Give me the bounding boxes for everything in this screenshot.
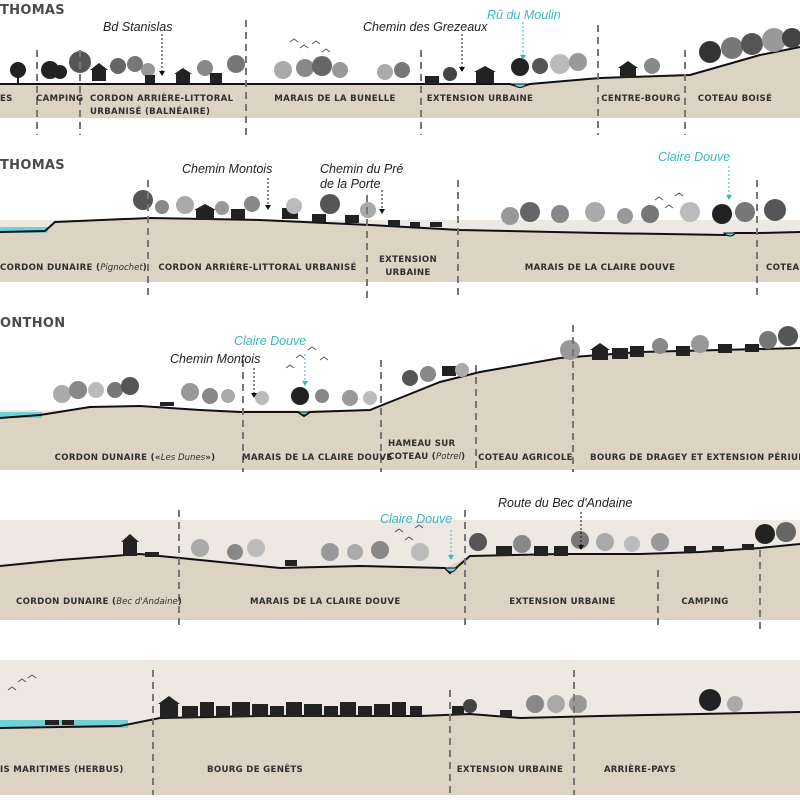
- zone-label: MARAIS DE LA CLAIRE DOUVE: [250, 597, 401, 607]
- zone-label: CORDON ARRIÈRE-LITTORAL URBANISÉ: [158, 263, 357, 273]
- street-label-line-1: Chemin du Pré: [320, 162, 404, 176]
- zone-label: BOURG DE DRAGEY ET EXTENSION PÉRIURBAINE: [590, 453, 800, 463]
- zone-label-text: CORDON DUNAIRE (: [0, 263, 101, 273]
- street-label-chemin-montois: Chemin Montois: [170, 352, 261, 366]
- section-5-profile: [0, 660, 800, 795]
- water-label-claire-douve: Claire Douve: [380, 512, 453, 526]
- zone-label: CORDON ARRIÈRE-LITTORAL URBANISÉ (BALNÉA…: [90, 93, 233, 119]
- zone-label: MARAIS DE LA CLAIRE DOUVE: [524, 263, 676, 273]
- zone-label: EXTENSION URBAINE: [509, 597, 616, 607]
- zone-label-suffix: ): [177, 597, 183, 607]
- section-4: Claire Douve Route du Bec d'Andaine CORD…: [0, 490, 800, 640]
- zone-label: EXTENSION URBAINE: [456, 765, 564, 775]
- section-3-profile: [0, 325, 800, 472]
- section-title: THOMAS: [0, 158, 65, 173]
- section-2-profile: [0, 166, 800, 298]
- zone-label: CORDON DUNAIRE (Pignochet): [0, 262, 147, 275]
- zone-label: ES: [0, 94, 13, 104]
- zone-label: CAMPING: [36, 94, 84, 104]
- zone-label-text: CORDON DUNAIRE (: [16, 597, 117, 607]
- zone-label: CORDON DUNAIRE («Les Dunes»): [40, 452, 230, 465]
- zone-label: COTEAU: [766, 263, 800, 273]
- zone-label-suffix: »): [205, 453, 216, 463]
- zone-label-line-1: EXTENSION: [378, 255, 437, 265]
- water-label-ru-du-moulin: Rû du Moulin: [487, 8, 561, 22]
- section-title: THOMAS: [0, 3, 65, 18]
- street-label-chemin-grezeaux: Chemin des Grezeaux: [363, 20, 488, 34]
- zone-label: MARAIS DE LA CLAIRE DOUVE: [242, 453, 393, 463]
- zone-label-line-2: URBAINE: [385, 268, 431, 278]
- section-1-profile: [0, 20, 800, 135]
- zone-label: ARRIÈRE-PAYS: [603, 765, 677, 775]
- zone-label-text: CORDON DUNAIRE («: [54, 453, 161, 463]
- section-title: ONTHON: [0, 316, 66, 331]
- zone-label: EXTENSION URBAINE: [368, 254, 448, 280]
- zone-label-italic: Potrel: [436, 452, 462, 462]
- zone-label: COTEAU AGRICOLE: [478, 453, 573, 463]
- section-4-profile: [0, 510, 800, 630]
- zone-label-suffix: ): [461, 452, 466, 462]
- zone-label: CENTRE-BOURG: [601, 94, 681, 104]
- section-5: IS MARITIMES (HERBUS) BOURG DE GENÊTS EX…: [0, 660, 800, 800]
- water-label-claire-douve: Claire Douve: [658, 150, 731, 164]
- zone-label: MARAIS DE LA BUNELLE: [274, 94, 396, 104]
- zone-label-line-2-text: COTEAU (: [388, 452, 437, 462]
- zone-label: COTEAU BOISÉ: [697, 94, 773, 104]
- zone-label: CAMPING: [681, 597, 729, 607]
- street-label-chemin-montois: Chemin Montois: [182, 162, 273, 176]
- zone-label-line-2: URBANISÉ (BALNÉAIRE): [90, 107, 211, 117]
- zone-label: BOURG DE GENÊTS: [206, 765, 304, 775]
- water-label-claire-douve: Claire Douve: [234, 334, 307, 348]
- section-2: THOMAS Chemin Montois Chemin du Pré de l…: [0, 150, 800, 300]
- zone-label-line-2: COTEAU (Potrel): [388, 451, 465, 464]
- zone-label-italic: Les Dunes: [160, 453, 206, 463]
- street-label-chemin-pre-porte: Chemin du Pré de la Porte: [320, 162, 403, 192]
- street-label-bd-stanislas: Bd Stanislas: [103, 20, 173, 34]
- zone-label-italic: Pignochet: [100, 263, 143, 273]
- zone-label: EXTENSION URBAINE: [426, 94, 534, 104]
- street-label-line-2: de la Porte: [320, 177, 381, 191]
- zone-label: IS MARITIMES (HERBUS): [0, 765, 124, 775]
- zone-label-suffix: ): [142, 263, 148, 273]
- zone-label-line-1: CORDON ARRIÈRE-LITTORAL: [90, 94, 234, 104]
- zone-label-line-1: HAMEAU SUR: [388, 439, 456, 449]
- section-3: ONTHON Chemin Montois Claire Douve CORDO…: [0, 310, 800, 480]
- zone-label: HAMEAU SUR COTEAU (Potrel): [388, 438, 465, 464]
- zone-label-italic: Bec d'Andaine: [116, 597, 178, 607]
- zone-label: CORDON DUNAIRE (Bec d'Andaine): [16, 596, 182, 609]
- street-label-route-bec-andaine: Route du Bec d'Andaine: [498, 496, 633, 510]
- section-1: THOMAS Bd Stanislas Chemin des Grezeaux …: [0, 0, 800, 150]
